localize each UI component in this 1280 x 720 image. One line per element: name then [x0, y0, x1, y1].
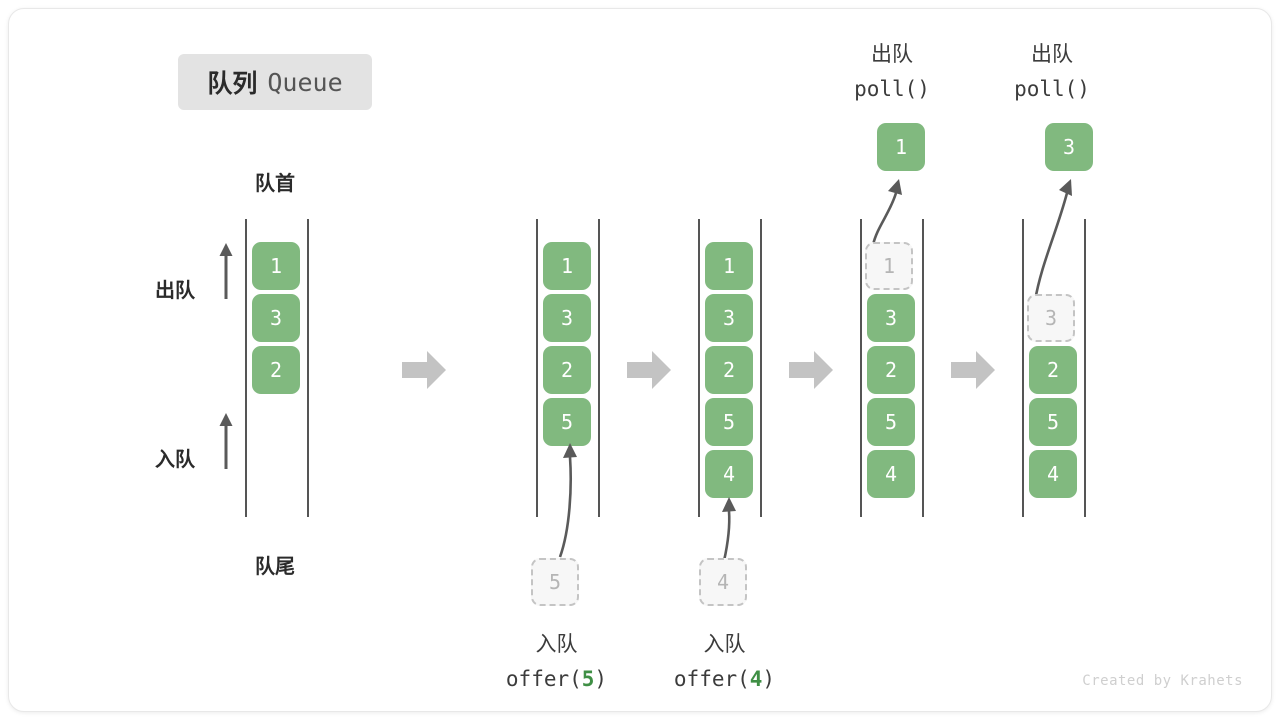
- queue-element: 5: [867, 398, 915, 446]
- polled-element-box: 1: [877, 123, 925, 171]
- page-title-cn: 队列: [207, 70, 258, 98]
- watermark-text: Created by Krahets: [1082, 673, 1243, 689]
- queue-element: 3: [705, 294, 753, 342]
- queue-tail-label: 队尾: [255, 556, 295, 578]
- offer-caption-fn: offer(: [673, 667, 750, 691]
- queue-rail-right-4: [922, 219, 924, 517]
- offer-caption-close: ): [594, 667, 608, 691]
- offer-caption-fn: offer(: [505, 667, 582, 691]
- offer-caption-line1: 入队: [535, 633, 578, 656]
- step-arrow-icon: [402, 351, 446, 389]
- page-title-en: Queue: [267, 67, 343, 97]
- queue-element: 3: [543, 294, 591, 342]
- offer-caption-line1: 入队: [703, 633, 746, 656]
- dequeue-path-arrow-icon: [864, 175, 914, 247]
- queue-rail-right-2: [598, 219, 600, 517]
- queue-element: 5: [705, 398, 753, 446]
- queue-rail-right-3: [760, 219, 762, 517]
- poll-caption-line1: 出队: [1031, 43, 1073, 66]
- queue-element: 1: [252, 242, 300, 290]
- queue-element: 1: [543, 242, 591, 290]
- enqueue-arrow-icon: [217, 411, 235, 471]
- diagram-title-badge: 队列 Queue: [178, 54, 372, 110]
- queue-element: 3: [867, 294, 915, 342]
- queue-rail-right-1: [307, 219, 309, 517]
- step-arrow-icon: [789, 351, 833, 389]
- queue-rail-left-1: [245, 219, 247, 517]
- queue-element: 2: [543, 346, 591, 394]
- queue-element: 4: [867, 450, 915, 498]
- enqueue-direction-label: 入队: [155, 449, 195, 471]
- removed-element-box: 1: [865, 242, 913, 290]
- offer-caption-arg: 5: [581, 667, 595, 691]
- poll-caption-line2: poll(): [854, 77, 930, 101]
- removed-element-box: 3: [1027, 294, 1075, 342]
- enqueue-path-arrow-icon: [712, 493, 752, 563]
- queue-rail-left-3: [698, 219, 700, 517]
- queue-rail-left-2: [536, 219, 538, 517]
- queue-element: 4: [1029, 450, 1077, 498]
- queue-element: 5: [1029, 398, 1077, 446]
- queue-element: 4: [705, 450, 753, 498]
- queue-rail-left-4: [860, 219, 862, 517]
- polled-element-box: 3: [1045, 123, 1093, 171]
- queue-element: 2: [867, 346, 915, 394]
- diagram-card: 队列 Queue 队首 队尾 出队 入队 1 3 2 1 3 2 5: [8, 8, 1272, 712]
- offer-caption-close: ): [762, 667, 776, 691]
- poll-caption-line2: poll(): [1014, 77, 1090, 101]
- dequeue-direction-label: 出队: [155, 280, 195, 302]
- queue-element: 5: [543, 398, 591, 446]
- enqueue-path-arrow-icon: [544, 439, 594, 559]
- queue-rail-left-5: [1022, 219, 1024, 517]
- queue-element: 2: [1029, 346, 1077, 394]
- queue-rail-right-5: [1084, 219, 1086, 517]
- offer-caption-line2: offer(4): [627, 662, 822, 697]
- poll-caption-line1: 出队: [871, 43, 913, 66]
- step-arrow-icon: [951, 351, 995, 389]
- queue-element: 3: [252, 294, 300, 342]
- offer-caption-arg: 4: [749, 667, 763, 691]
- queue-element: 2: [705, 346, 753, 394]
- step-arrow-icon: [627, 351, 671, 389]
- queue-element: 2: [252, 346, 300, 394]
- offer-caption-line2: offer(5): [459, 662, 654, 697]
- queue-element: 1: [705, 242, 753, 290]
- pending-element-box: 4: [699, 558, 747, 606]
- pending-element-box: 5: [531, 558, 579, 606]
- dequeue-arrow-icon: [217, 241, 235, 301]
- dequeue-path-arrow-icon: [1025, 175, 1085, 303]
- queue-head-label: 队首: [255, 173, 295, 195]
